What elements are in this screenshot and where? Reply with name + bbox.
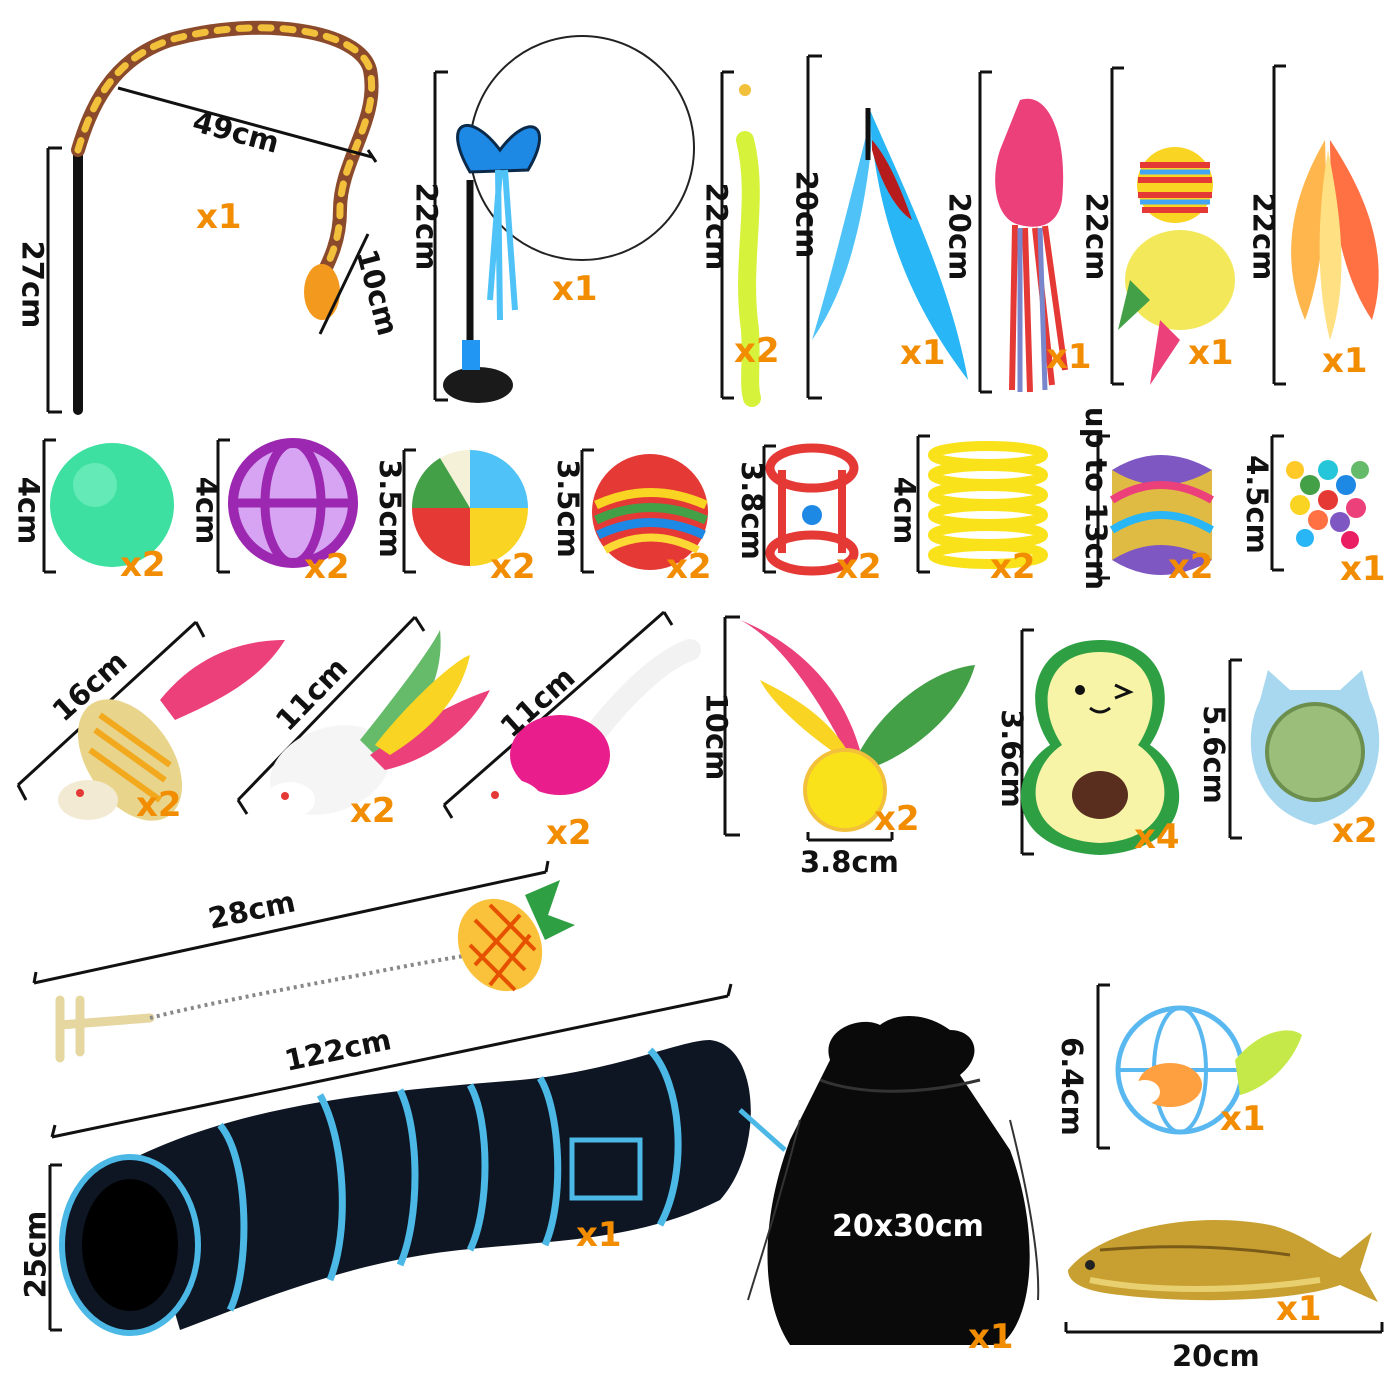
roller-size-label: 3.8cm — [734, 461, 769, 560]
rainbow-ball-quantity: x2 — [666, 547, 712, 587]
butterfly-wand-toy — [433, 35, 695, 403]
rainbow-ball-feather-toy — [1110, 66, 1235, 386]
wand-toy — [46, 20, 379, 415]
catnip-ball-quantity: x2 — [1332, 811, 1378, 851]
worm-height-label: 22cm — [699, 182, 734, 271]
rainbow-ball-feather-quantity: x1 — [1188, 333, 1234, 373]
wand-handle-label: 27cm — [15, 240, 50, 329]
tunnel-diameter-label: 25cm — [18, 1210, 53, 1299]
bell-ball-quantity: x2 — [304, 547, 350, 587]
blue-feather-quantity: x1 — [900, 333, 946, 373]
green-ball-quantity: x2 — [120, 545, 166, 585]
orange-feather-toy — [1272, 64, 1379, 386]
roller-quantity: x2 — [836, 547, 882, 587]
pineapple-spring-toy — [32, 860, 575, 1063]
rainbow-spring-quantity: x2 — [1168, 547, 1214, 587]
catnip-ball-size-label: 5.6cm — [1196, 705, 1231, 804]
butterfly-wand-quantity: x1 — [552, 269, 598, 309]
fish-toy — [1064, 1220, 1384, 1334]
pompom-ball-quantity: x1 — [1340, 549, 1386, 589]
yarn-ball-quantity: x2 — [490, 547, 536, 587]
rainbow-ball-toy — [580, 448, 708, 574]
storage-bag — [747, 1015, 1040, 1345]
pink-fish-toy — [978, 70, 1068, 394]
blue-feather-toy — [806, 54, 968, 400]
bag-size-label: 20x30cm — [832, 1209, 984, 1244]
pink-mouse-quantity: x2 — [546, 813, 592, 853]
avocado-size-label: 3.6cm — [994, 709, 1029, 808]
blue-feather-height-label: 20cm — [789, 170, 824, 259]
avocado-toy — [1020, 628, 1180, 856]
feather-ball-height-label: 10cm — [699, 692, 734, 781]
feather-ball-quantity: x2 — [874, 799, 920, 839]
feather-ball-toy — [723, 615, 975, 842]
feather-mouse-toy — [236, 615, 490, 818]
rainbow-ball-size-label: 3.5cm — [550, 459, 585, 558]
bell-ball-size-label: 4cm — [189, 476, 224, 545]
cage-ball-toy — [1096, 983, 1302, 1150]
tunnel-quantity: x1 — [576, 1215, 622, 1255]
avocado-quantity: x4 — [1134, 817, 1180, 857]
blue-feather-height-label-2: 20cm — [942, 192, 977, 281]
tunnel-toy — [48, 983, 787, 1336]
spring-toy — [916, 434, 1048, 574]
fish-quantity: x1 — [1276, 1289, 1322, 1329]
pink-fish-height-label: 22cm — [1079, 192, 1114, 281]
green-ball-size-label: 4cm — [11, 476, 46, 545]
spring-size-label: 4cm — [887, 476, 922, 545]
rainbow-spring-size-label: up to 13cm — [1079, 406, 1114, 591]
cage-ball-size-label: 6.4cm — [1054, 1037, 1089, 1136]
cage-ball-quantity: x1 — [1220, 1099, 1266, 1139]
pink-fish-quantity: x1 — [1046, 337, 1092, 377]
orange-feather-quantity: x1 — [1322, 341, 1368, 381]
worm-toy — [720, 70, 761, 407]
fish-length-label: 20cm — [1172, 1339, 1260, 1373]
bag-quantity: x1 — [968, 1317, 1014, 1357]
rainbow-ball-feather-height-label: 22cm — [1246, 192, 1281, 281]
pompom-ball-toy — [1270, 434, 1369, 572]
spring-quantity: x2 — [990, 547, 1036, 587]
feather-ball-width-label: 3.8cm — [800, 845, 899, 879]
wand-quantity: x1 — [196, 197, 242, 237]
green-ball-toy — [42, 438, 174, 574]
roller-toy — [762, 443, 859, 576]
yarn-ball-toy — [402, 448, 528, 574]
bell-ball-toy — [216, 438, 358, 574]
pompom-ball-size-label: 4.5cm — [1239, 455, 1274, 554]
sisal-mouse-quantity: x2 — [136, 785, 182, 825]
sisal-mouse-toy — [16, 620, 285, 821]
butterfly-wand-height-label: 22cm — [409, 182, 444, 271]
rainbow-spring-toy — [1096, 434, 1214, 580]
pink-mouse-toy — [442, 610, 701, 831]
catnip-ball-toy — [1228, 658, 1380, 840]
worm-quantity: x2 — [734, 331, 780, 371]
yarn-ball-size-label: 3.5cm — [372, 459, 407, 558]
feather-mouse-quantity: x2 — [350, 791, 396, 831]
